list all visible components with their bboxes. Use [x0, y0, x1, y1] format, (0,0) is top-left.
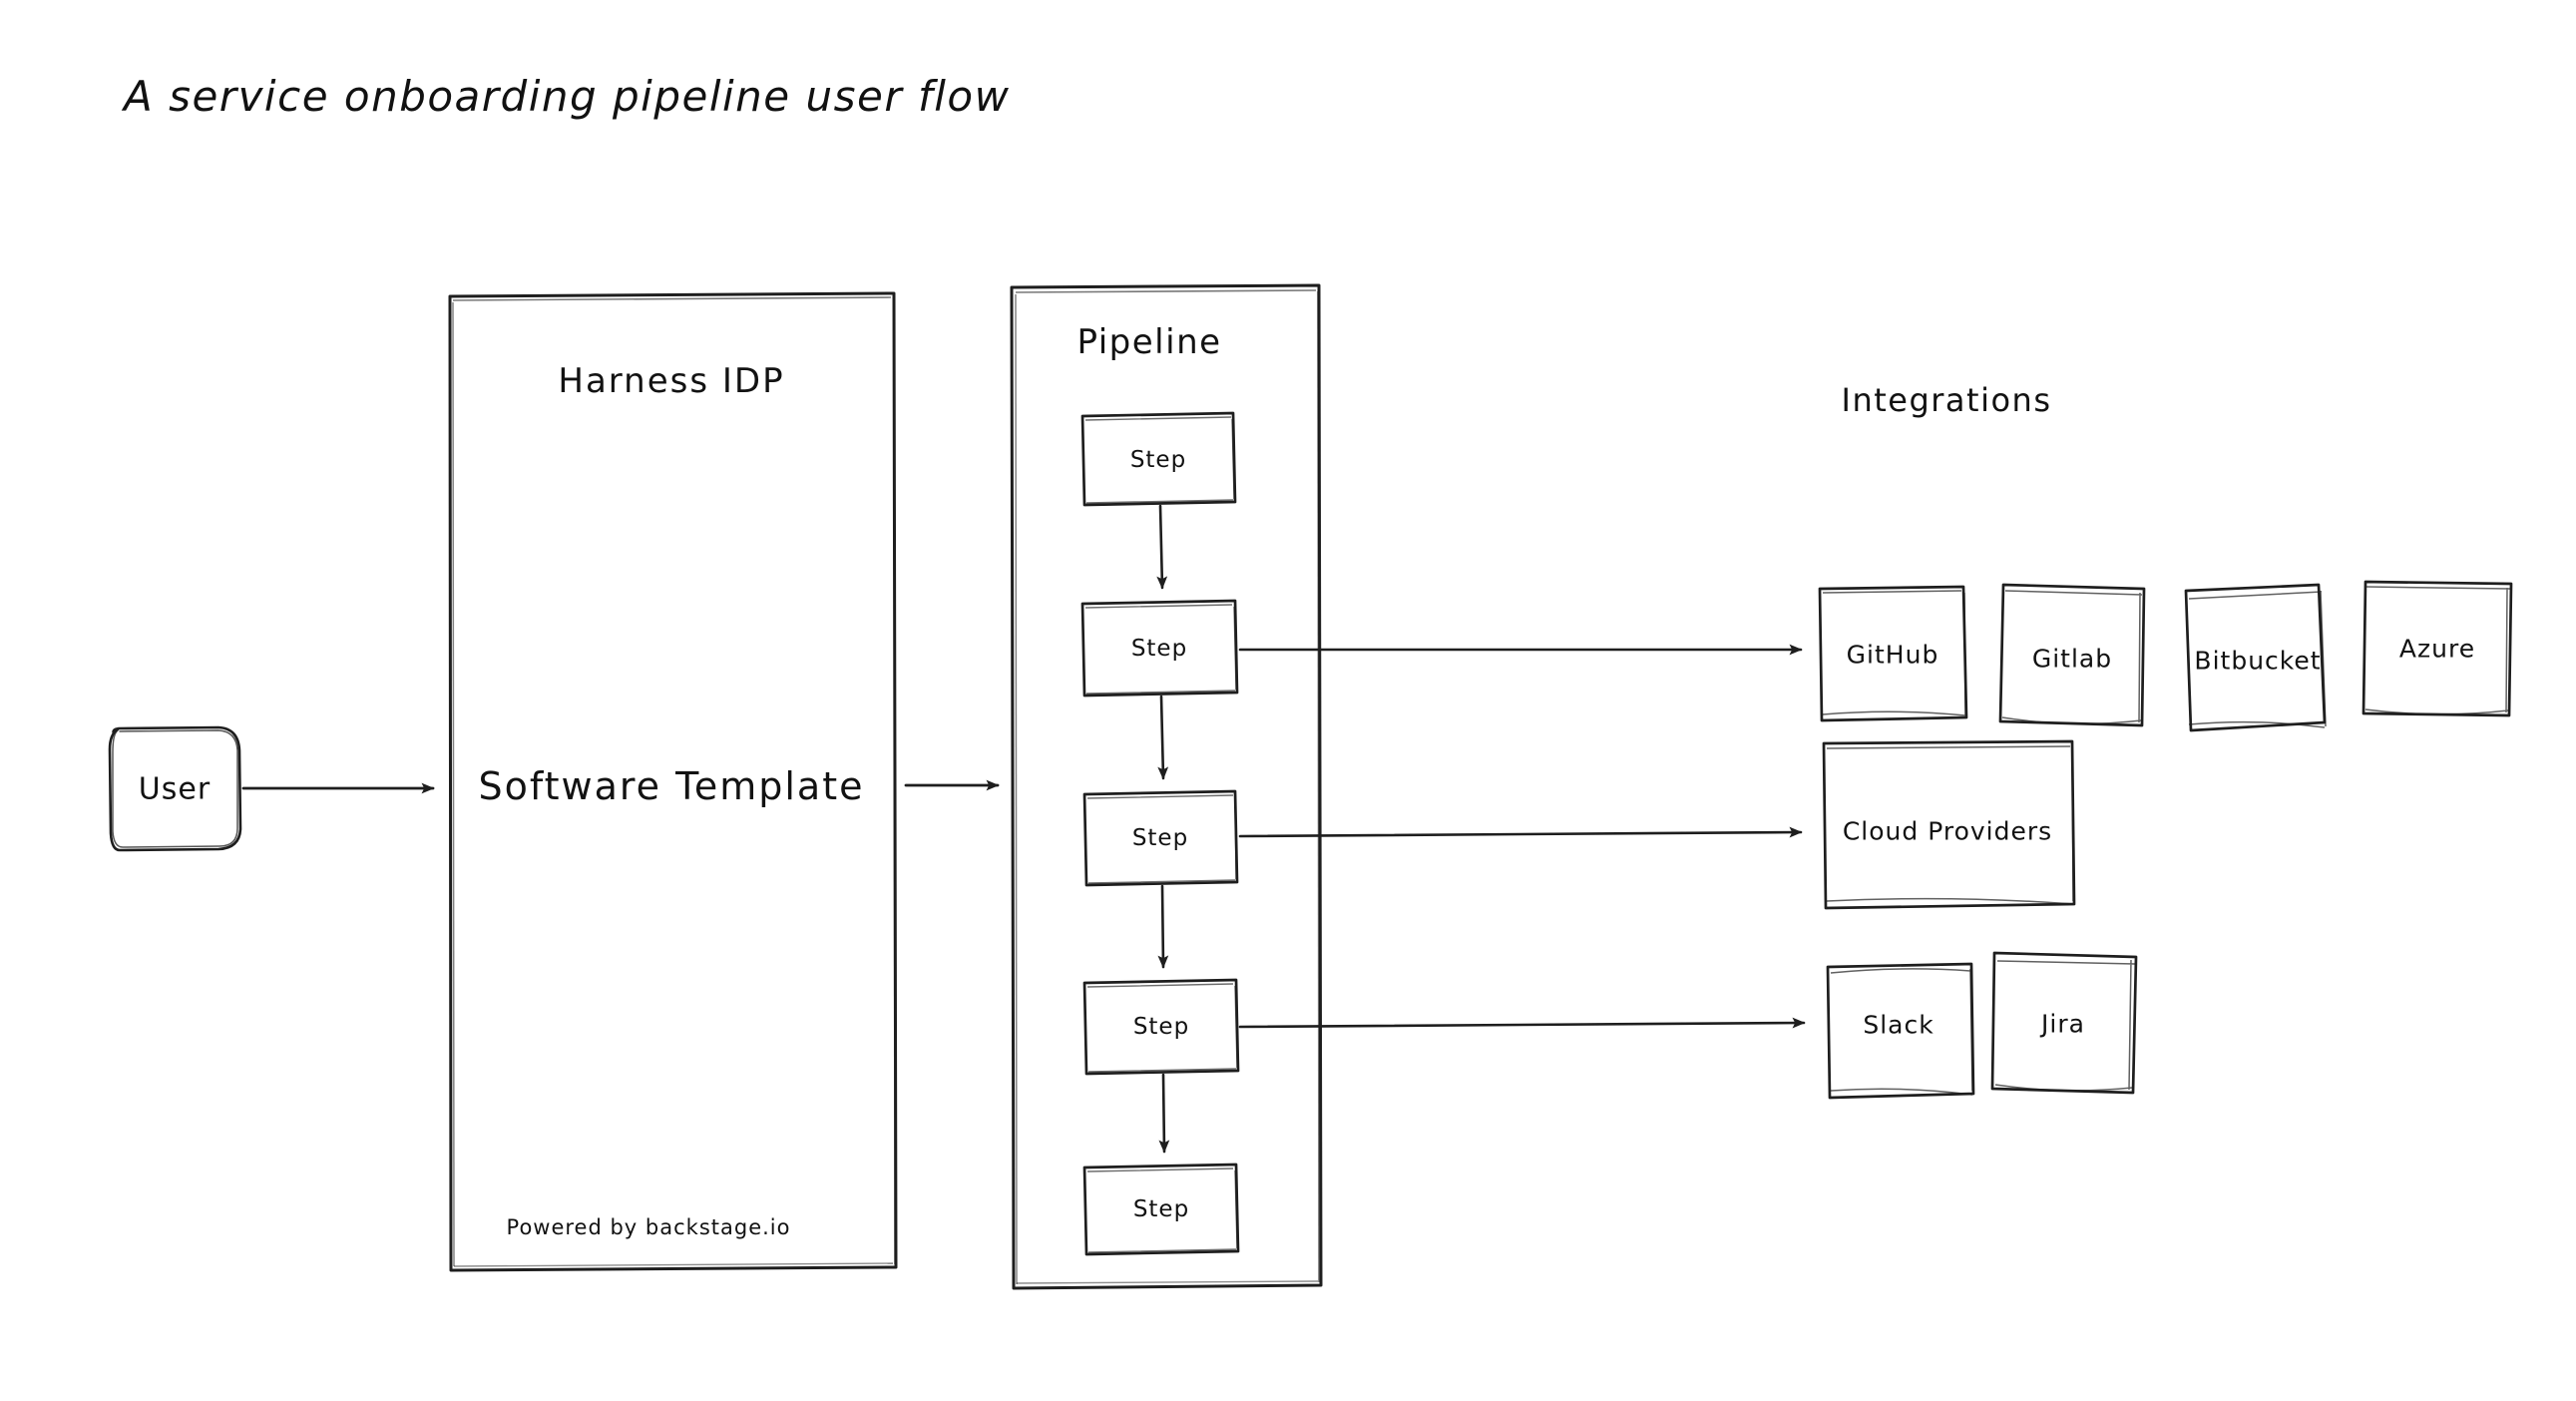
- integration-azure-shape[interactable]: [2361, 580, 2513, 717]
- integration-cloud-providers-shape[interactable]: [1822, 739, 2076, 910]
- pipeline-step-1-label: Step: [1129, 447, 1187, 473]
- integration-cloud-providers-label: Cloud Providers: [1842, 816, 2053, 846]
- powered-by-backstage-label: Powered by backstage.io: [506, 1215, 791, 1239]
- integration-jira-shape[interactable]: [1990, 951, 2138, 1095]
- pipeline-step-1-shape[interactable]: [1080, 411, 1237, 507]
- integration-slack-label: Slack: [1863, 1010, 1934, 1040]
- user-node-label: User: [138, 771, 212, 807]
- pipeline-step-2-shape[interactable]: [1080, 599, 1239, 698]
- software-template-label: Software Template: [478, 764, 865, 808]
- integration-gitlab-label: Gitlab: [2031, 644, 2113, 674]
- integration-azure-label: Azure: [2398, 634, 2476, 664]
- integration-github-shape[interactable]: [1818, 585, 1968, 722]
- pipeline-step-4-shape[interactable]: [1082, 978, 1240, 1076]
- integration-gitlab-shape[interactable]: [1998, 583, 2146, 727]
- pipeline-title: Pipeline: [1076, 322, 1222, 362]
- harness-idp-title: Harness IDP: [558, 361, 785, 401]
- user-node-shape[interactable]: [108, 725, 242, 852]
- page-title: A service onboarding pipeline user flow: [124, 72, 1011, 121]
- harness-idp-container-shape[interactable]: [448, 291, 898, 1272]
- integrations-title: Integrations: [1841, 381, 2052, 419]
- integration-bitbucket-label: Bitbucket: [2194, 646, 2322, 676]
- integration-jira-label: Jira: [2041, 1009, 2085, 1039]
- step-connector-arrows: [1156, 504, 1170, 1154]
- flow-arrow-step3-to-cloud: [1238, 826, 1803, 838]
- pipeline-step-4-label: Step: [1132, 1014, 1190, 1040]
- pipeline-step-5-label: Step: [1132, 1196, 1190, 1222]
- flow-arrow-step4-to-collab: [1238, 1017, 1806, 1029]
- pipeline-step-3-shape[interactable]: [1082, 789, 1239, 887]
- pipeline-step-3-label: Step: [1131, 825, 1189, 851]
- pipeline-step-5-shape[interactable]: [1082, 1163, 1240, 1256]
- integration-bitbucket-shape[interactable]: [2184, 583, 2327, 732]
- integration-github-label: GitHub: [1846, 640, 1939, 670]
- pipeline-step-2-label: Step: [1130, 636, 1188, 662]
- integration-slack-shape[interactable]: [1826, 962, 1975, 1100]
